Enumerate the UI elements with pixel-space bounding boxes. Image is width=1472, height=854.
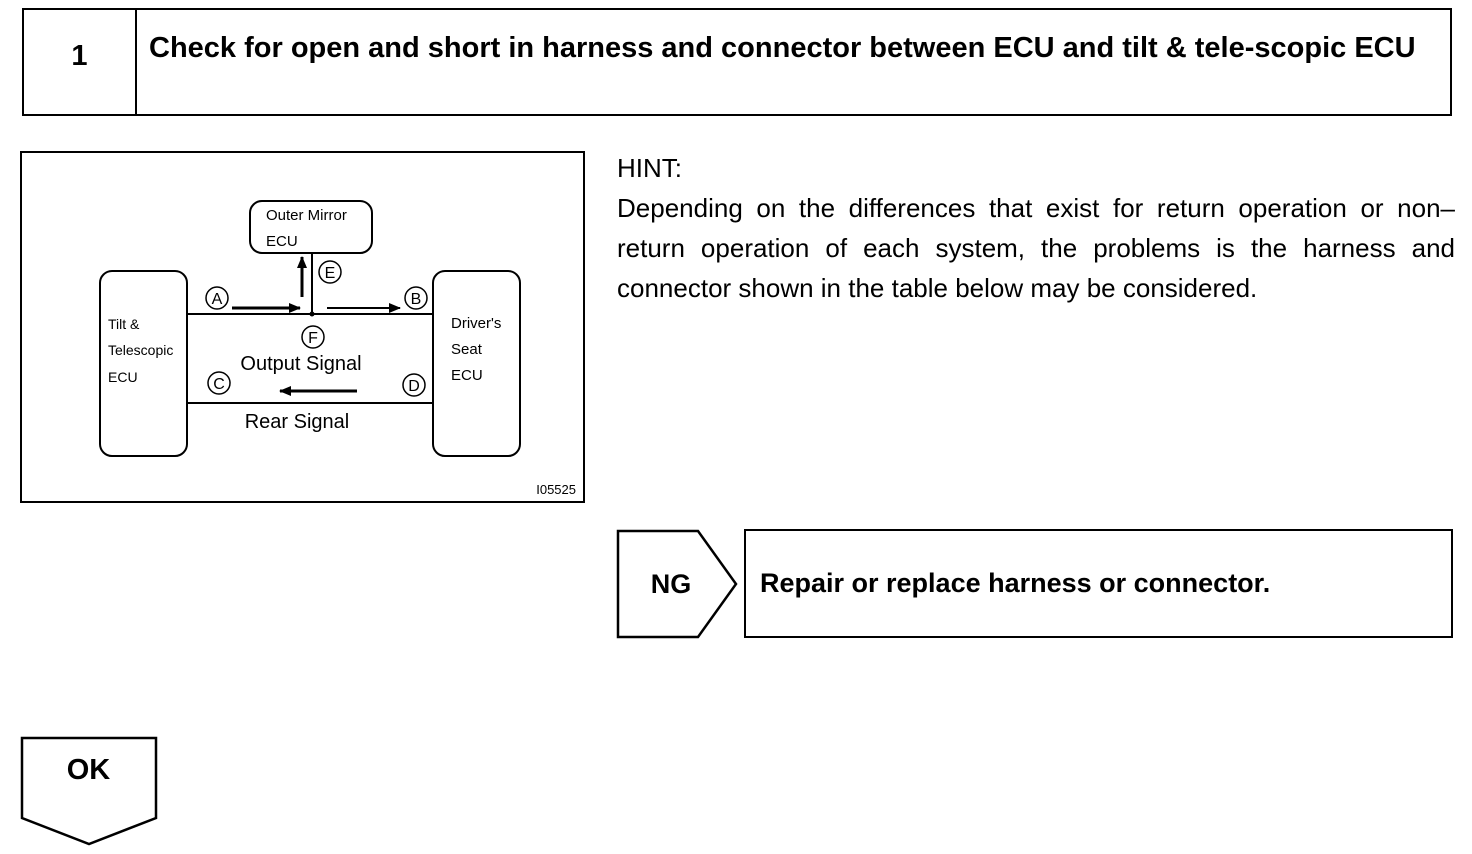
hint-label: HINT: [617,153,682,183]
tilt-label-2: Telescopic [108,342,173,358]
svg-text:A: A [212,291,223,308]
figure-id: I05525 [536,482,576,497]
ok-indicator: OK [20,736,160,848]
tilt-label-3: ECU [108,369,138,385]
marker-e: E [318,260,342,284]
wiring-diagram: A B C D E F Outer Mirror ECU Tilt & Tele… [20,151,585,503]
tilt-telescopic-ecu-box [99,270,188,457]
tilt-label-1: Tilt & [108,316,140,332]
marker-d: D [402,373,426,397]
svg-text:C: C [213,376,225,393]
step-header: 1 Check for open and short in harness an… [22,8,1452,116]
marker-a: A [205,286,229,310]
marker-c: C [207,371,231,395]
marker-b: B [404,286,428,310]
ng-label: NG [650,568,692,599]
drivers-seat-ecu-box [432,270,521,457]
step-title: Check for open and short in harness and … [149,32,1416,64]
svg-text:D: D [408,378,420,395]
drivers-label-3: ECU [451,367,483,384]
ng-indicator: NG [616,529,740,639]
ok-arrow-shape [20,736,158,846]
drivers-label-1: Driver's [451,315,501,332]
outer-mirror-label-2: ECU [266,233,298,250]
step-number: 1 [24,10,137,114]
hint-section: HINT: Depending on the differences that … [617,148,1455,308]
hint-text: Depending on the differences that exist … [617,193,1455,303]
ng-arrow-shape [616,529,738,639]
svg-text:B: B [411,291,422,308]
svg-text:F: F [308,330,318,347]
marker-f: F [301,325,325,349]
svg-text:E: E [325,265,336,282]
junction-f-dot [309,311,315,317]
drivers-label-2: Seat [451,341,483,358]
output-signal-label: Output Signal [240,353,361,375]
rear-signal-label: Rear Signal [245,411,350,433]
ok-label: OK [66,754,111,786]
ng-action-box: Repair or replace harness or connector. [744,529,1453,638]
ng-action-text: Repair or replace harness or connector. [760,568,1271,598]
outer-mirror-label-1: Outer Mirror [266,207,347,224]
wiring-diagram-svg: A B C D E F Outer Mirror ECU Tilt & Tele… [99,200,576,497]
